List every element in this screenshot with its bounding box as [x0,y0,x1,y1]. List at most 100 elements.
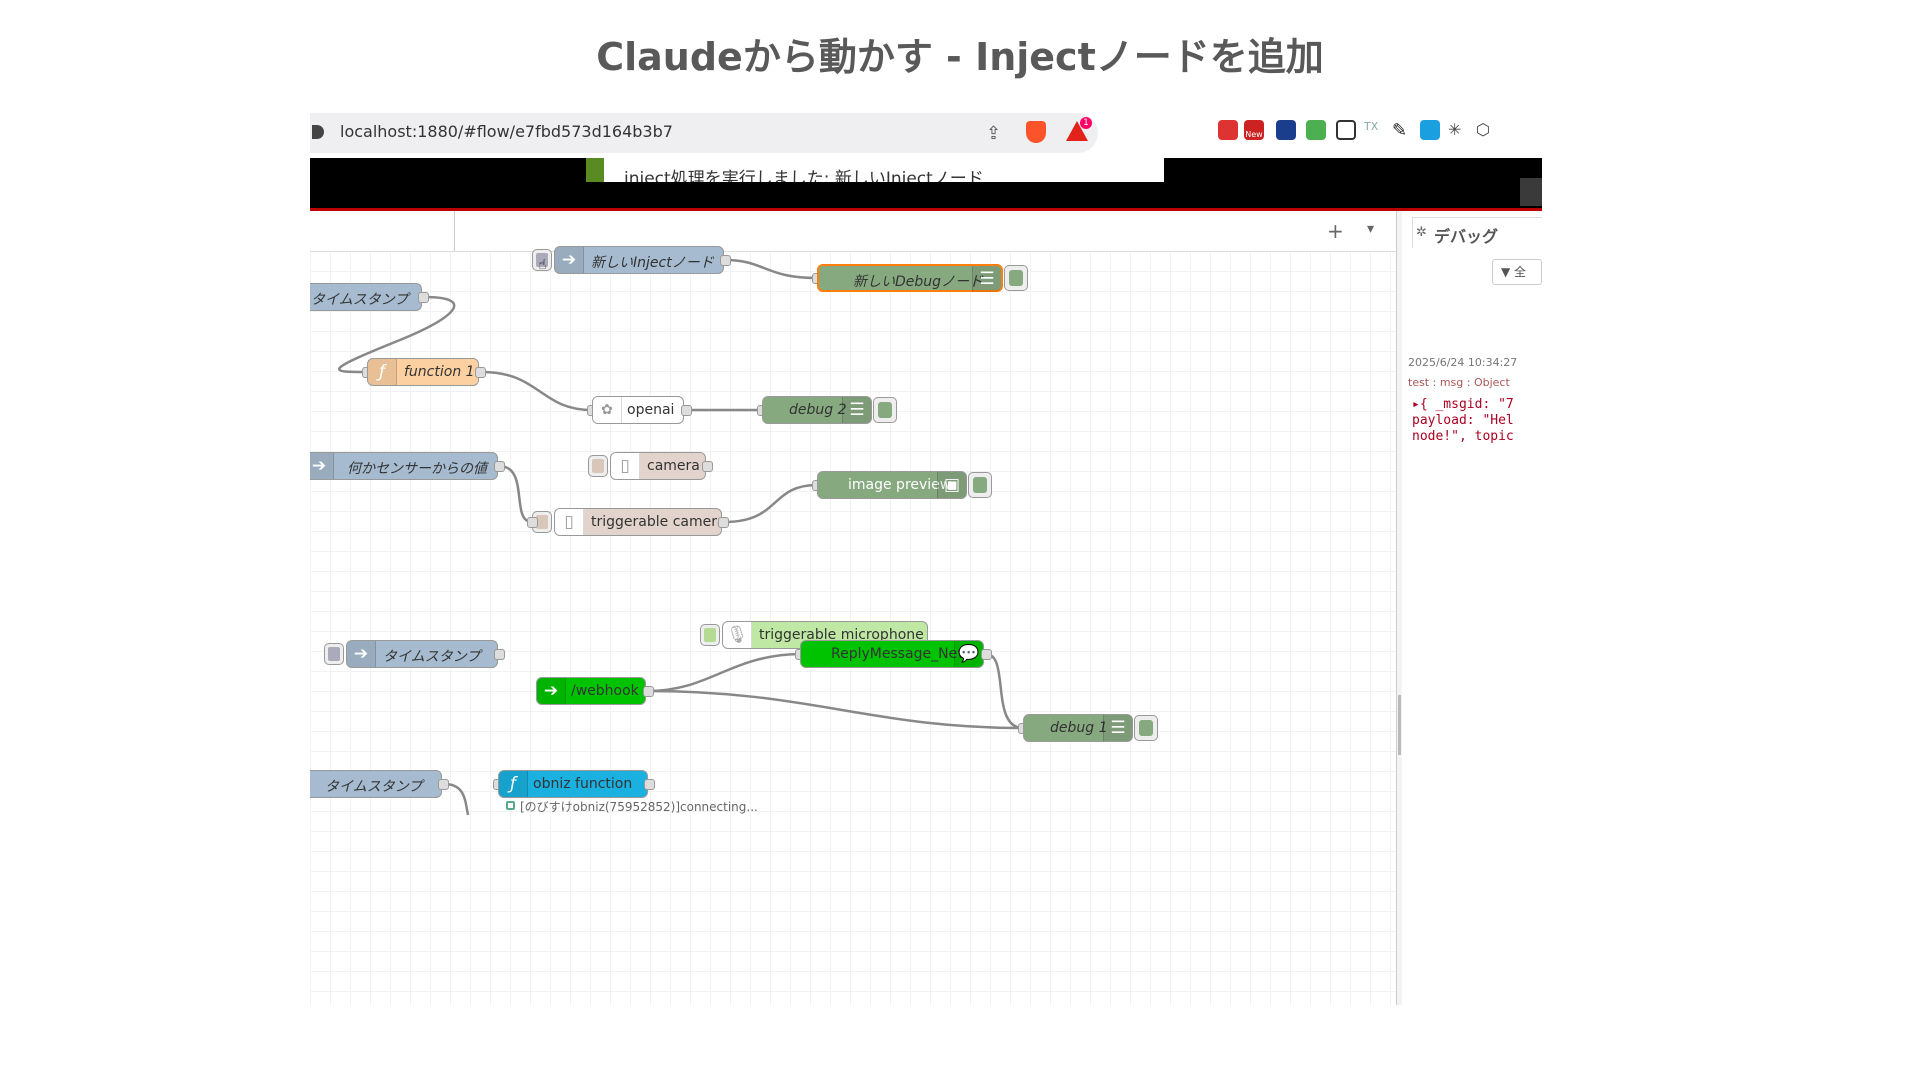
node-timestamp-3[interactable]: タイムスタンプ [310,770,442,798]
output-port[interactable] [494,649,505,660]
site-info-icon[interactable] [312,125,324,139]
node-label: タイムスタンプ [311,292,409,308]
notification-bar: inject処理を実行しました: 新しいInjectノード [310,158,1542,211]
notification-toast: inject処理を実行しました: 新しいInjectノード [586,158,1164,182]
node-debug-1[interactable]: debug 1 ☰ [1023,714,1133,742]
input-port[interactable] [527,517,538,528]
node-label: debug 1 [1050,720,1108,736]
arrow-right-icon: ➔ [347,641,376,667]
output-port[interactable] [438,779,449,790]
bug-icon[interactable]: ✳ [1448,120,1462,139]
arrow-right-icon: ➔ [310,453,334,479]
message-timestamp: 2025/6/24 10:34:27 [1408,356,1518,369]
node-openai[interactable]: ✿ openai [592,396,684,424]
preview-toggle-button[interactable] [968,472,992,498]
node-new-debug[interactable]: 新しいDebugノード ☰ [817,264,1003,292]
node-debug-2[interactable]: debug 2 ☰ [762,396,872,424]
screenshot-frame: localhost:1880/#flow/e7fbd573d164b3b7 ⇪ … [310,110,1542,1005]
tab-flow[interactable] [310,211,455,251]
node-new-inject[interactable]: ➔ 新しいInjectノード [554,246,724,274]
brave-shield-icon[interactable] [1026,121,1046,143]
output-port[interactable] [644,779,655,790]
node-status-text: [のびすけobniz(75952852)]connecting... [520,800,758,814]
wire-webhook-reply [647,652,801,693]
share-icon[interactable]: ⇪ [986,123,1002,144]
notion-icon[interactable] [1336,120,1356,140]
output-port[interactable] [475,367,486,378]
list-icon: ☰ [842,397,871,423]
debug-toggle-button[interactable] [1134,715,1158,741]
node-triggerable-camera[interactable]: ▯ triggerable camera [554,508,726,536]
list-icon: ☰ [972,266,1001,292]
node-label: /webhook [571,683,639,699]
trigger-microphone-button[interactable] [700,624,720,646]
extension-new-icon[interactable]: New [1244,120,1264,140]
wire-trigcamera-preview [724,483,818,524]
deploy-menu-button[interactable] [1520,178,1542,206]
node-label: 新しいDebugノード [853,274,984,290]
flow-list-icon[interactable]: ▾ [1367,221,1375,237]
camera-trigger-button[interactable] [588,455,608,477]
notification-text: inject処理を実行しました: 新しいInjectノード [624,169,984,182]
node-webhook[interactable]: ➔ /webhook [536,677,646,705]
node-label: タイムスタンプ [325,779,423,795]
output-port[interactable] [418,292,429,303]
extension-new-badge: New [1245,130,1263,139]
url-text[interactable]: localhost:1880/#flow/e7fbd573d164b3b7 [340,122,673,141]
address-bar[interactable]: localhost:1880/#flow/e7fbd573d164b3b7 ⇪ … [310,113,1098,153]
mouse-cursor-icon: ☝ [538,257,547,273]
debug-toggle-button[interactable] [873,397,897,423]
node-sensor-inject[interactable]: ➔ 何かセンサーからの値 [310,452,498,480]
node-label: triggerable camera [591,514,726,530]
add-flow-icon[interactable]: + [1327,219,1344,243]
node-timestamp-1[interactable]: タイムスタンプ [310,283,422,311]
flow-workspace[interactable] [310,211,1396,1005]
bug-icon: ✲ [1416,225,1427,240]
debug-filter-button[interactable]: ▼ 全 [1492,259,1542,285]
extension-icon-1[interactable] [1218,120,1238,140]
pen-icon[interactable]: ✎ [1392,120,1408,141]
wire-webhook-debug1 [647,689,1024,730]
node-label: function 1 [404,364,475,380]
debug-toggle-button[interactable] [1004,265,1028,291]
translate-icon[interactable]: TX [1364,120,1379,133]
output-port[interactable] [681,405,692,416]
message-payload[interactable]: ▸{ _msgid: "7 payload: "Hel node!", topi… [1412,397,1514,444]
status-ring-icon [506,801,515,810]
node-label: 何かセンサーからの値 [347,461,487,477]
output-port[interactable] [494,461,505,472]
output-port[interactable] [720,255,731,266]
message-meta: test : msg : Object [1408,376,1510,389]
openai-icon: ✿ [593,397,622,423]
inject-trigger-button[interactable] [532,249,552,271]
wire-inject-debug [724,258,818,280]
wire-timestamp-function [338,295,456,374]
node-label: タイムスタンプ [383,649,481,665]
puzzle-icon[interactable]: ⬡ [1476,120,1490,139]
extension-icon-4[interactable] [1306,120,1326,140]
node-function-1[interactable]: ƒ function 1 [367,358,479,386]
node-reply-message[interactable]: ReplyMessage_New 💬 [800,640,984,668]
tab-debug[interactable] [1412,217,1542,248]
output-port[interactable] [718,517,729,528]
slide-title: Claudeから動かす - Injectノードを追加 [596,35,1324,79]
timestamp-trigger-button[interactable] [324,643,344,665]
node-camera[interactable]: ▯ camera [610,452,706,480]
output-port[interactable] [981,649,992,660]
browser-toolbar: localhost:1880/#flow/e7fbd573d164b3b7 ⇪ … [310,110,1542,158]
arrow-right-icon: ➔ [537,678,566,704]
node-image-preview[interactable]: image preview ▣ [817,471,967,499]
output-port[interactable] [702,461,713,472]
function-icon: ƒ [368,359,397,385]
output-port[interactable] [643,686,654,697]
node-timestamp-2[interactable]: ➔ タイムスタンプ [346,640,498,668]
extension-icon-8[interactable] [1420,120,1440,140]
extension-icon-3[interactable] [1276,120,1296,140]
node-label: image preview [848,477,952,493]
trigger-camera-button[interactable] [532,511,552,533]
splitter-handle[interactable] [1398,695,1401,755]
node-label: 新しいInjectノード [591,255,714,271]
rewards-badge: 1 [1080,117,1092,129]
image-icon: ▣ [937,472,966,498]
node-obniz-function[interactable]: ƒ obniz function [498,770,648,798]
